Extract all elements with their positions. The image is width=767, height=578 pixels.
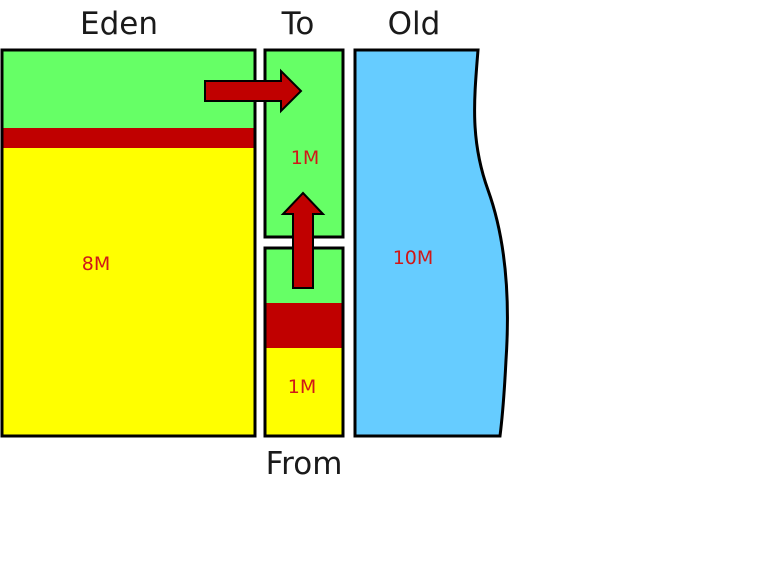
from-free-space [265, 348, 343, 436]
eden-title: Eden [80, 6, 158, 42]
eden-dead-objects [2, 128, 255, 148]
eden-to-survivor-arrow [204, 68, 303, 114]
to-title: To [281, 6, 315, 42]
to-size-label: 1M [291, 147, 319, 169]
from-title: From [266, 446, 343, 482]
old-size-label: 10M [393, 247, 434, 269]
eden-space: 8M [0, 48, 257, 438]
from-dead-objects [265, 303, 343, 348]
eden-outline [0, 48, 257, 438]
from-to-survivor-arrow [280, 191, 326, 289]
eden-size-label: 8M [82, 253, 110, 275]
old-generation-space: 10M [353, 48, 509, 438]
old-title: Old [388, 6, 441, 42]
from-survivor-space: 1M [263, 246, 345, 438]
old-space-shape [353, 48, 509, 438]
eden-free-space [2, 148, 255, 436]
from-size-label: 1M [288, 376, 316, 398]
